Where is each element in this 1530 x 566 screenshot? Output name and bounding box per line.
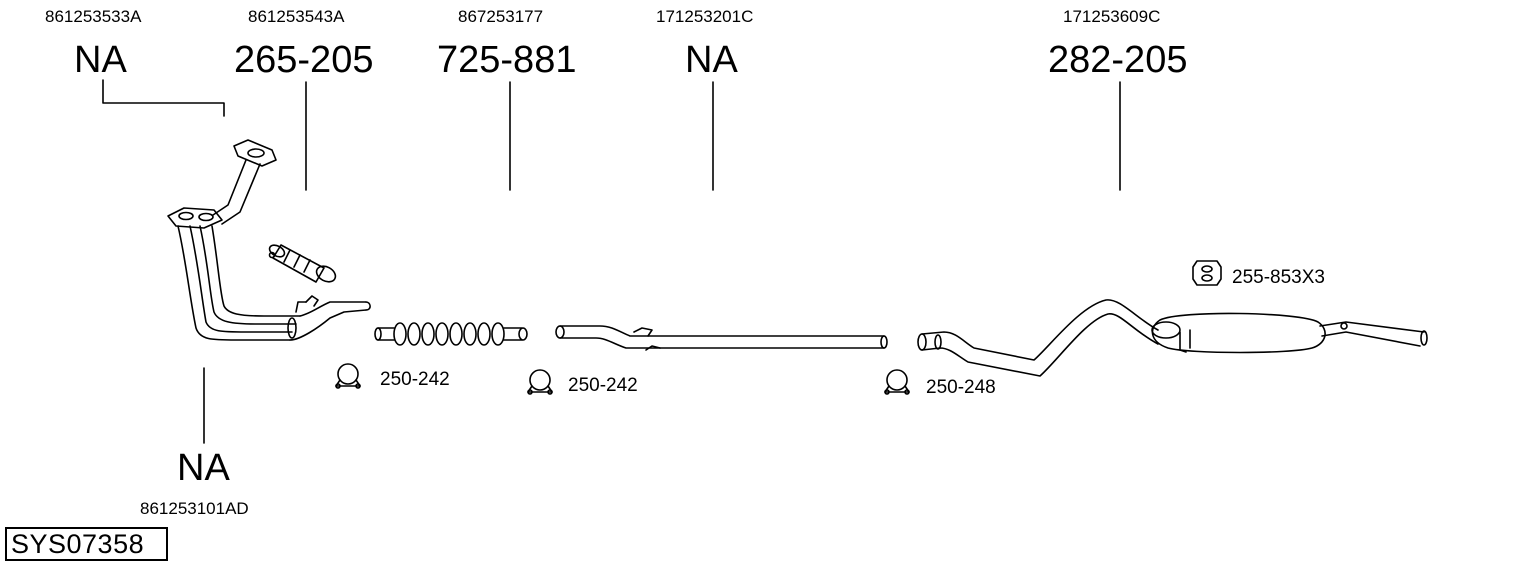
leader-lines [102, 79, 1121, 444]
part-number: 725-881 [437, 39, 577, 81]
part-number: NA [74, 39, 127, 81]
leader-line-0 [102, 79, 225, 117]
clamp-icon [527, 369, 553, 395]
oem-number: 861253533A [45, 7, 142, 26]
fitting-label: 250-242 [380, 369, 450, 390]
part-number: 265-205 [234, 39, 374, 81]
oem-number: 171253609C [1063, 7, 1161, 26]
middle-pipe-icon [555, 325, 888, 351]
oem-number: 171253201C [656, 7, 754, 26]
clamp-icon [335, 363, 361, 389]
fitting-label: 255-853X3 [1232, 267, 1325, 288]
clamp-icon [884, 369, 910, 395]
part-number: NA [177, 447, 230, 489]
oem-number: 867253177 [458, 7, 544, 26]
oem-number: 861253543A [248, 7, 345, 26]
fitting-label: 250-242 [568, 375, 638, 396]
front-pipe-assembly-icon [167, 139, 371, 341]
part-number: 282-205 [1048, 39, 1188, 81]
rear-silencer-icon [917, 299, 1428, 377]
bellows-pipe-icon [374, 322, 528, 346]
fitting-label: 250-248 [926, 377, 996, 398]
rubber-mount-icon [1192, 260, 1222, 286]
flex-pipe-icon [268, 244, 337, 283]
part-number: NA [685, 39, 738, 81]
oem-number: 861253101AD [140, 499, 249, 518]
diagram-id-box: SYS07358 [5, 527, 168, 561]
